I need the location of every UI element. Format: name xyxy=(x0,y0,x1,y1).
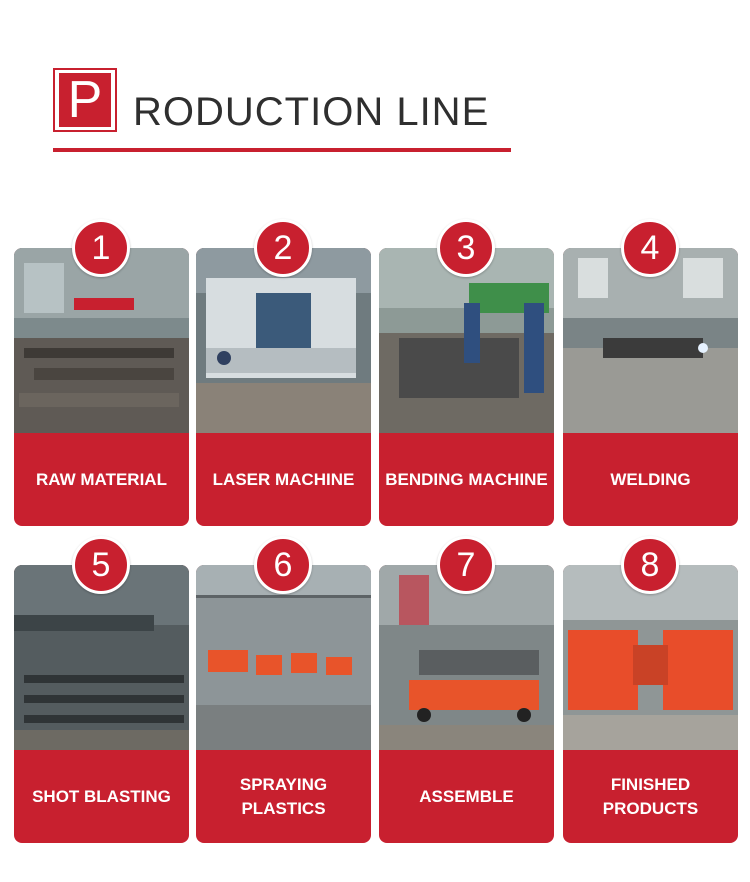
step-card-bending-machine: BENDING MACHINE xyxy=(379,248,554,526)
step-card-shot-blasting: SHOT BLASTING xyxy=(14,565,189,843)
step-number-badge: 6 xyxy=(254,536,312,594)
step-card-spraying-plastics: SPRAYING PLASTICS xyxy=(196,565,371,843)
step-number-badge: 4 xyxy=(621,219,679,277)
step-number-badge: 7 xyxy=(437,536,495,594)
step-label: SPRAYING PLASTICS xyxy=(239,774,328,818)
assemble-photo xyxy=(379,565,554,750)
bending-machine-photo xyxy=(379,248,554,433)
step-label: RAW MATERIAL xyxy=(36,469,167,489)
step-card-finished-products: FINISHED PRODUCTS xyxy=(563,565,738,843)
step-label: BENDING MACHINE xyxy=(385,469,548,489)
step-number-badge: 8 xyxy=(621,536,679,594)
step-card-assemble: ASSEMBLE xyxy=(379,565,554,843)
step-label: SHOT BLASTING xyxy=(32,786,171,806)
step-card-laser-machine: LASER MACHINE xyxy=(196,248,371,526)
title-initial: P xyxy=(59,73,111,127)
step-label: WELDING xyxy=(610,469,691,489)
title-underline xyxy=(53,148,511,152)
page-title: RODUCTION LINE xyxy=(133,90,490,134)
title-initial-box: P xyxy=(53,68,117,132)
step-card-raw-material: RAW MATERIAL xyxy=(14,248,189,526)
step-number-badge: 3 xyxy=(437,219,495,277)
step-card-welding: WELDING xyxy=(563,248,738,526)
raw-material-photo xyxy=(14,248,189,433)
step-number-badge: 5 xyxy=(72,536,130,594)
section-header: P RODUCTION LINE xyxy=(53,68,513,156)
welding-photo xyxy=(563,248,738,433)
step-number-badge: 2 xyxy=(254,219,312,277)
finished-products-photo xyxy=(563,565,738,750)
step-label: FINISHED PRODUCTS xyxy=(602,774,699,818)
spraying-plastics-photo xyxy=(196,565,371,750)
step-label: LASER MACHINE xyxy=(212,469,355,489)
step-number-badge: 1 xyxy=(72,219,130,277)
step-label: ASSEMBLE xyxy=(419,786,514,806)
